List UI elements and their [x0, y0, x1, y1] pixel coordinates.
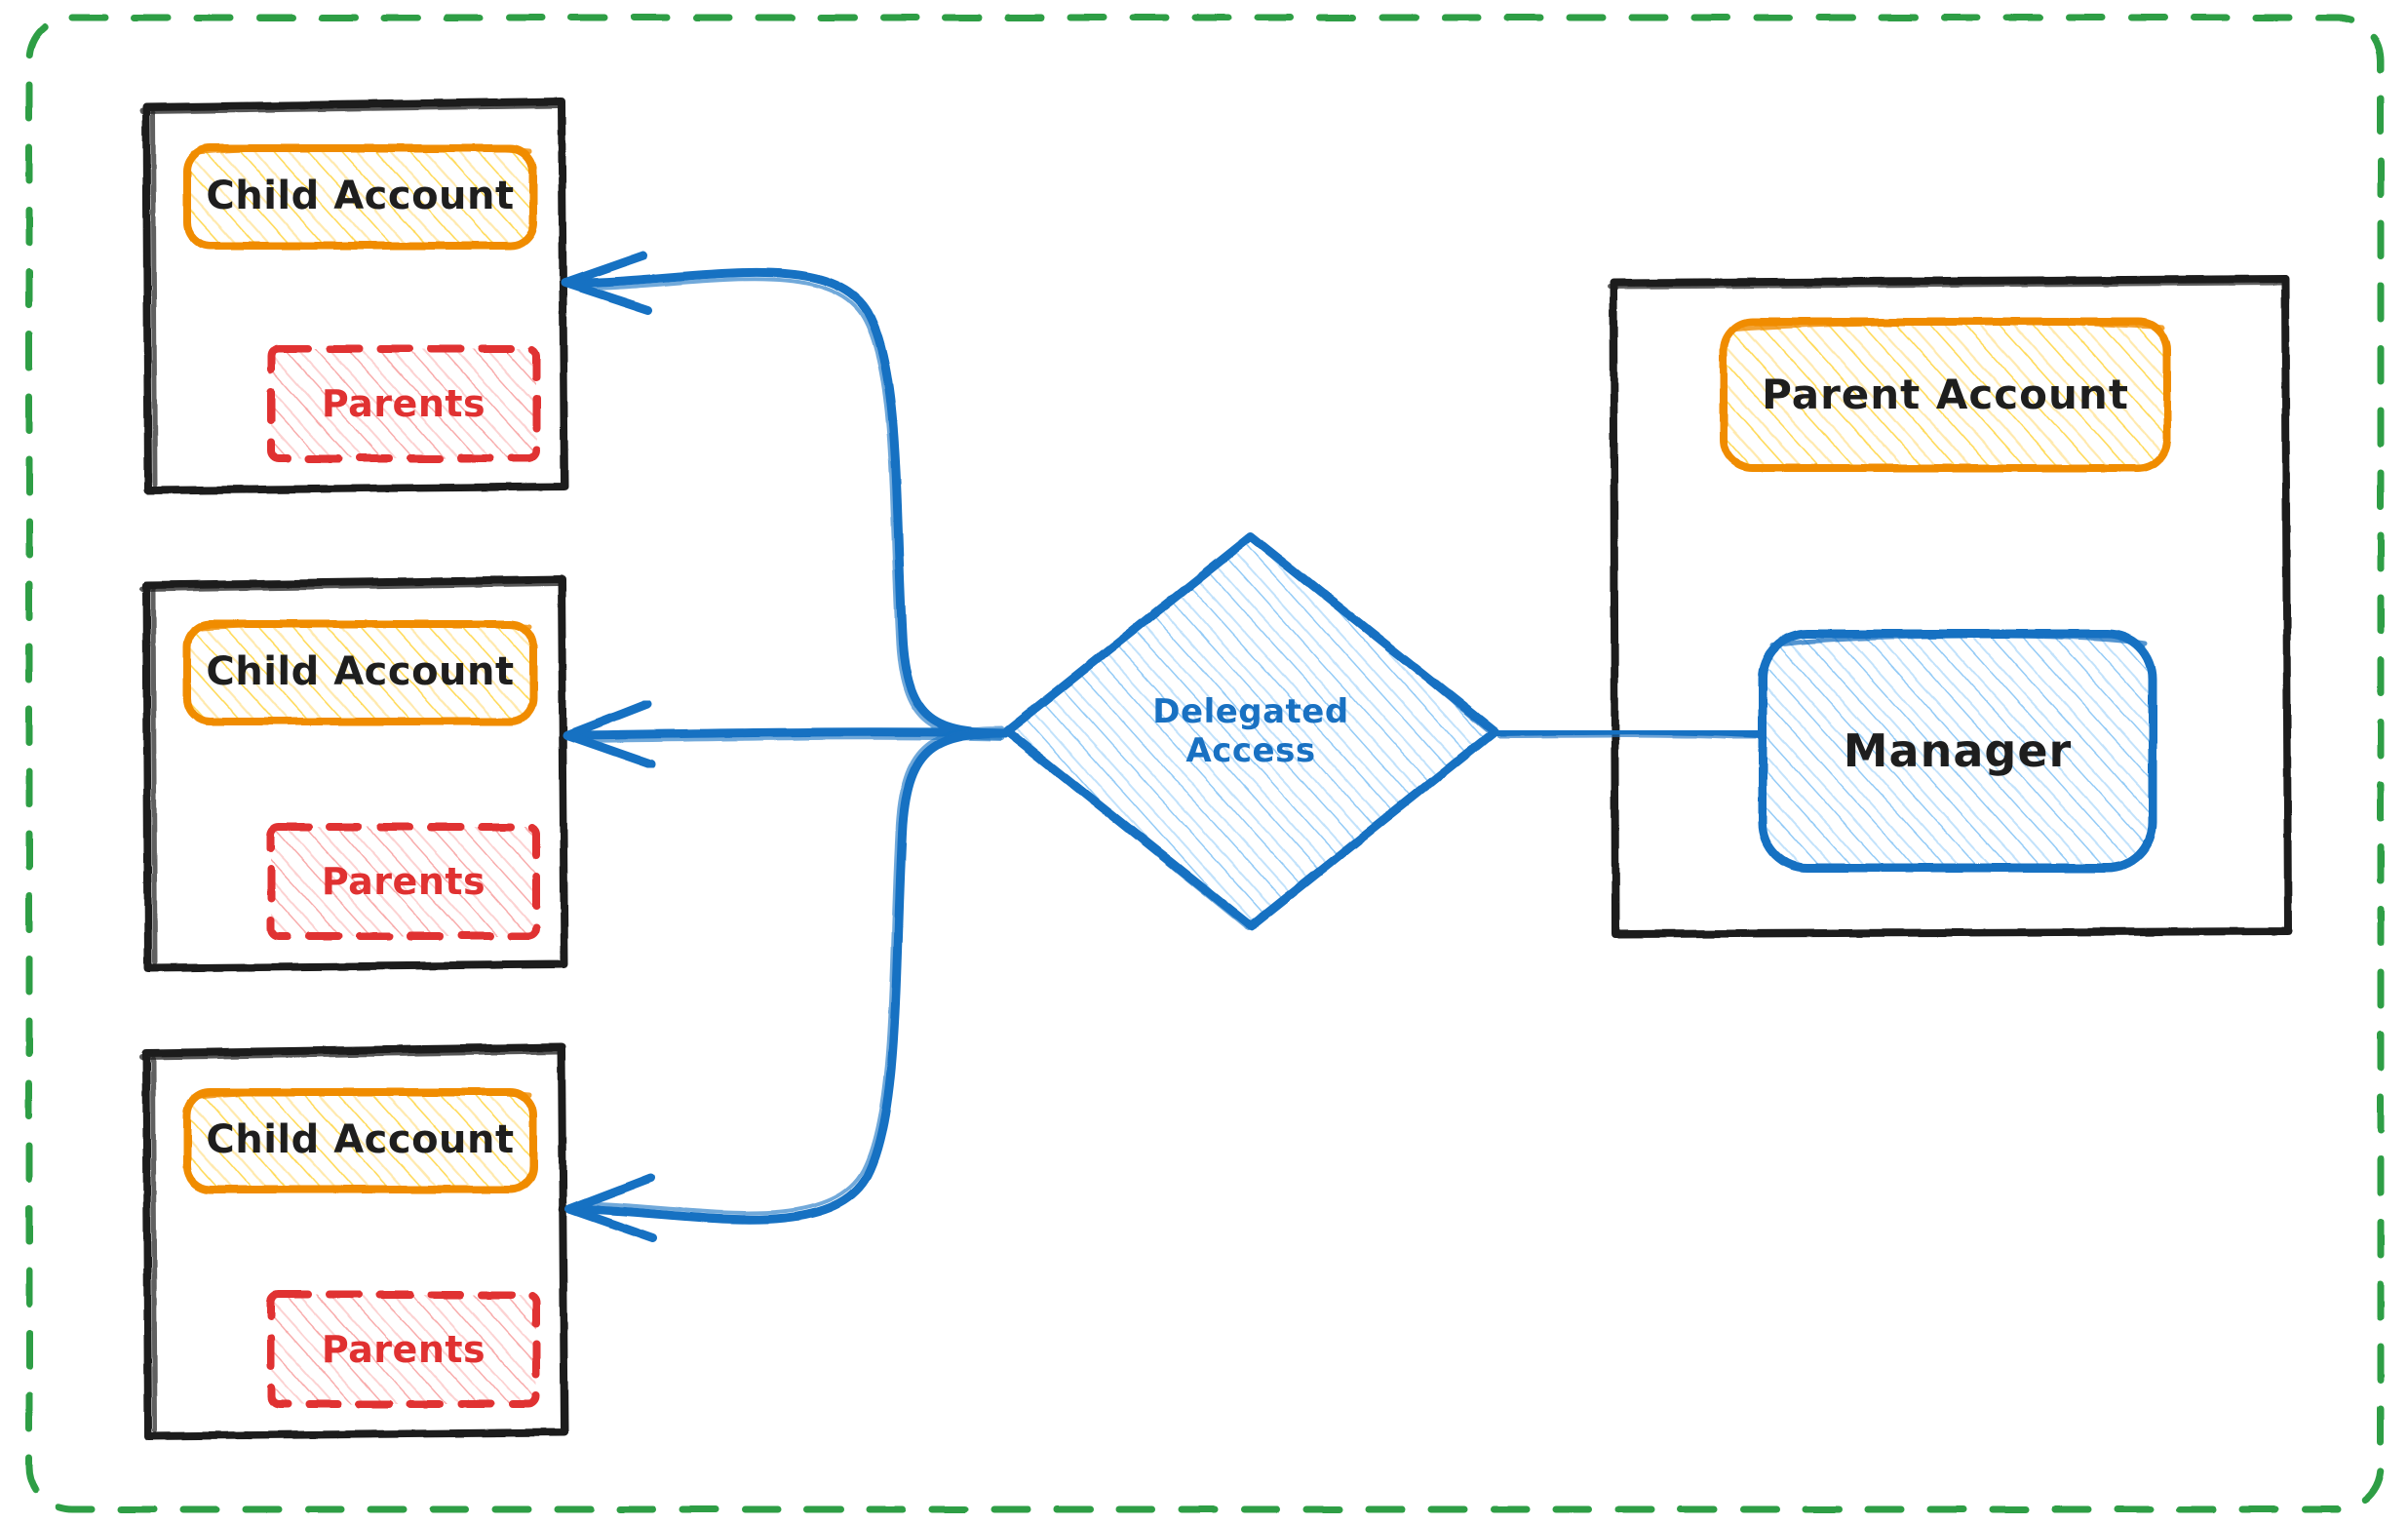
child-account-container-1: [139, 98, 568, 494]
arrow-delegated-to-child-1: [561, 251, 1010, 740]
parent-account-container: [1607, 275, 2292, 938]
child-account-box-2: [183, 620, 537, 725]
delegated-access-diamond: [1002, 531, 1499, 931]
child-account-box-1: [183, 144, 537, 250]
child-account-container-3: [139, 1043, 568, 1440]
parents-box-3: [267, 1291, 540, 1408]
manager-box: [1758, 629, 2157, 873]
parents-box-1: [267, 345, 540, 462]
child-account-box-3: [183, 1088, 537, 1193]
parent-account-box: [1720, 318, 2171, 472]
parents-box-2: [267, 823, 540, 940]
arrow-delegated-to-child-2: [563, 699, 1010, 769]
line-manager-to-delegated: [1493, 726, 1765, 740]
arrow-delegated-to-child-3: [564, 726, 1010, 1243]
outer-boundary: [25, 14, 2385, 1513]
child-account-container-2: [139, 575, 568, 972]
